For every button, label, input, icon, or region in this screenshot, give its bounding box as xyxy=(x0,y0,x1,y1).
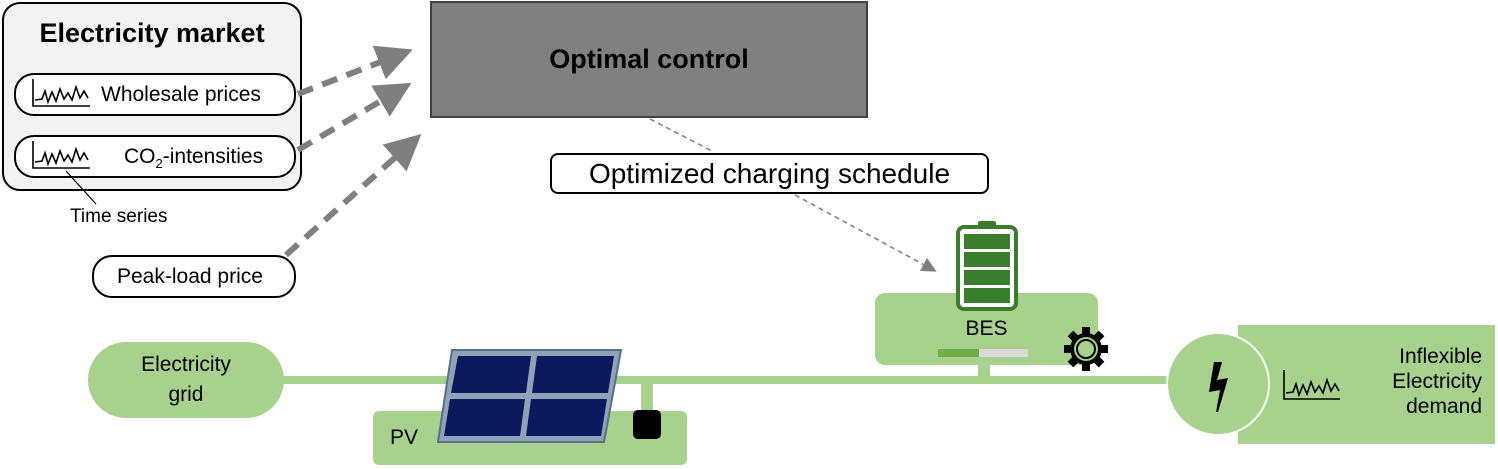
demand-box xyxy=(1238,325,1495,444)
co2-timeseries-icon xyxy=(32,141,90,169)
solar-panel-icon xyxy=(436,349,623,443)
grid-label-line2: grid xyxy=(168,383,204,406)
pv-label: PV xyxy=(390,426,419,449)
optimal-control-box: Optimal control xyxy=(430,1,868,118)
time-series-pointer xyxy=(65,170,97,205)
grid-bus-line xyxy=(280,376,1170,384)
bes-label: BES xyxy=(965,317,1008,340)
peak-load-price-pill xyxy=(92,255,296,298)
battery-icon xyxy=(956,221,1018,311)
co2-to-control-arrow xyxy=(296,82,412,153)
inverter-icon xyxy=(633,410,661,439)
wholesale-to-control-arrow xyxy=(296,45,413,97)
charging-schedule-label: Optimized charging schedule xyxy=(588,157,951,189)
gear-icon xyxy=(1064,327,1108,371)
wholesale-prices-pill xyxy=(14,73,296,116)
electricity-market-title: Electricity market xyxy=(39,18,265,48)
demand-timeseries-icon xyxy=(1283,370,1340,400)
charging-schedule-box: Optimized charging schedule xyxy=(550,153,989,194)
bes-soc-fill xyxy=(938,349,979,357)
bes-connector-line xyxy=(978,362,990,380)
electricity-grid-node: Electricity grid xyxy=(88,342,284,418)
lightning-icon xyxy=(1209,362,1228,412)
peak-load-to-control-arrow xyxy=(284,134,422,258)
wholesale-prices-label: Wholesale prices xyxy=(101,83,261,106)
co2-intensities-pill xyxy=(14,135,296,178)
control-to-schedule-line xyxy=(649,118,715,153)
peak-load-price-label: Peak-load price xyxy=(117,265,263,288)
co2-intensities-label: CO2-intensities xyxy=(124,145,264,172)
pv-connector-line xyxy=(641,380,653,412)
grid-label-line1: Electricity xyxy=(141,353,231,376)
wholesale-timeseries-icon xyxy=(32,79,90,107)
bes-soc-bar xyxy=(938,349,1028,357)
optimal-control-label: Optimal control xyxy=(549,44,749,74)
schedule-to-battery-arrow xyxy=(794,194,937,272)
time-series-label: Time series xyxy=(70,206,168,227)
